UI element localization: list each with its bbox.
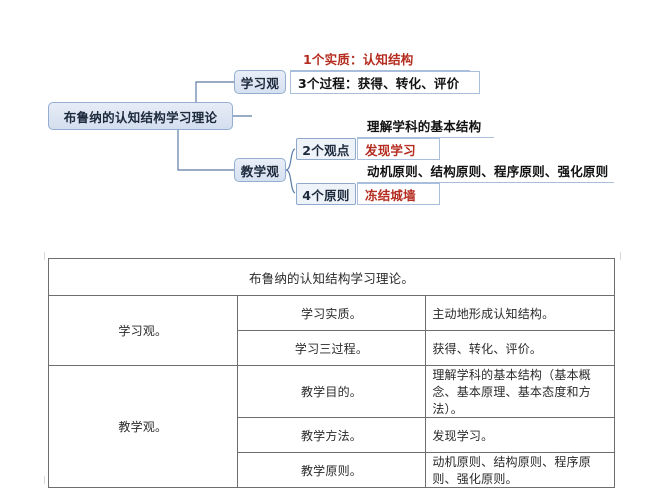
leaf-frozen-wall: 冻结城墙	[357, 183, 440, 205]
table-key: 教学目的。	[236, 365, 427, 418]
connector-teaching-to-viewpoints	[285, 148, 296, 171]
leaf-learning-essence: 1个实质：认知结构	[303, 52, 414, 67]
table-key: 教学原则。	[236, 452, 427, 488]
page-artifact-bottom-left	[44, 476, 45, 484]
table-row: 学习三过程。 获得、转化、评价。	[49, 330, 615, 366]
mindmap-branch-teaching-label: 教学观	[240, 163, 280, 179]
table-value: 发现学习。	[425, 417, 615, 453]
underline-teaching-purpose	[357, 137, 494, 138]
table-row: 教学原则。 动机原则、结构原则、程序原则、强化原则。	[49, 452, 615, 488]
table-key: 学习三过程。	[236, 330, 427, 366]
leaf-learning-processes: 3个过程：获得、转化、评价	[290, 71, 480, 94]
mindmap-subkey-viewpoints: 2个观点	[296, 138, 356, 160]
mindmap-subkey-viewpoints-label: 2个观点	[302, 142, 350, 158]
mindmap-branch-learning-view: 学习观	[234, 70, 286, 94]
table-row: 学习观。 学习实质。 主动地形成认知结构。	[48, 295, 615, 366]
leaf-discovery-learning: 发现学习	[357, 138, 440, 160]
connector-teaching-to-principles	[285, 169, 296, 194]
table-value: 动机原则、结构原则、程序原则、强化原则。	[425, 452, 615, 488]
mindmap-branch-teaching-view: 教学观	[234, 158, 286, 182]
underline-learning-essence	[290, 70, 470, 71]
summary-table: 布鲁纳的认知结构学习理论。 学习观。 学习实质。 主动地形成认知结构。 学习三过…	[48, 258, 615, 488]
mindmap-root-label: 布鲁纳的认知结构学习理论	[63, 109, 218, 125]
leaf-teaching-principles-list: 动机原则、结构原则、程序原则、强化原则	[367, 164, 609, 179]
table-value: 获得、转化、评价。	[425, 330, 615, 366]
page-artifact-top-right	[620, 252, 621, 260]
table-group-teaching-view: 教学观。	[48, 365, 238, 488]
table-value: 理解学科的基本结构（基本概念、基本原理、基本态度和方法）。	[425, 365, 615, 418]
leaf-teaching-purpose: 理解学科的基本结构	[367, 119, 482, 134]
connector-root-to-teaching	[177, 130, 234, 171]
table-group-learning-view: 学习观。	[48, 295, 238, 366]
underline-teaching-principles	[357, 182, 614, 183]
table-row: 教学观。 教学目的。 理解学科的基本结构（基本概念、基本原理、基本态度和方法）。	[48, 365, 615, 488]
table-value: 主动地形成认知结构。	[425, 295, 615, 331]
mindmap-diagram: 布鲁纳的认知结构学习理论 学习观 教学观 1个实质：认知结构 3个过程：获得、转…	[0, 0, 664, 240]
page-artifact-top-left	[44, 252, 45, 260]
table-key: 学习实质。	[236, 295, 427, 331]
table-key: 教学方法。	[236, 417, 427, 453]
table-title: 布鲁纳的认知结构学习理论。	[48, 258, 615, 296]
mindmap-subkey-principles-label: 4个原则	[302, 187, 350, 203]
table-title-row: 布鲁纳的认知结构学习理论。	[48, 258, 615, 296]
mindmap-root-node: 布鲁纳的认知结构学习理论	[48, 102, 233, 130]
mindmap-branch-learning-label: 学习观	[240, 75, 280, 91]
mindmap-subkey-principles: 4个原则	[296, 183, 356, 205]
table-row: 教学方法。 发现学习。	[49, 417, 615, 453]
